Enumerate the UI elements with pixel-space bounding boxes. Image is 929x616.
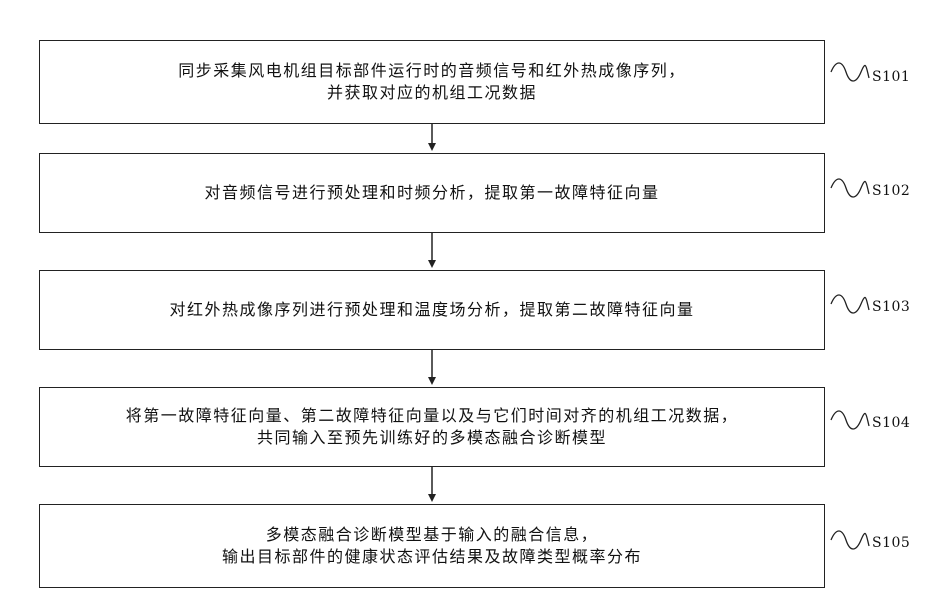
step-s102-line-1: 对音频信号进行预处理和时频分析，提取第一故障特征向量 <box>204 182 659 204</box>
step-label-s104: S104 <box>872 415 910 431</box>
step-label-s103: S103 <box>872 299 910 315</box>
step-s105-line-2: 输出目标部件的健康状态评估结果及故障类型概率分布 <box>222 546 642 568</box>
step-s101-line-2: 并获取对应的机组工况数据 <box>327 82 537 104</box>
step-s105-line-1: 多模态融合诊断模型基于输入的融合信息， <box>266 524 599 546</box>
leader-wave-s105 <box>831 531 869 549</box>
step-s103-line-1: 对红外热成像序列进行预处理和温度场分析，提取第二故障特征向量 <box>169 299 694 321</box>
step-box-s105: 多模态融合诊断模型基于输入的融合信息， 输出目标部件的健康状态评估结果及故障类型… <box>39 504 825 588</box>
step-label-s105: S105 <box>872 535 910 551</box>
step-box-s103: 对红外热成像序列进行预处理和温度场分析，提取第二故障特征向量 <box>39 270 825 350</box>
leader-wave-s101 <box>831 63 869 81</box>
step-s104-line-2: 共同输入至预先训练好的多模态融合诊断模型 <box>257 427 607 449</box>
step-s104-line-1: 将第一故障特征向量、第二故障特征向量以及与它们时间对齐的机组工况数据， <box>126 405 739 427</box>
leader-wave-s104 <box>831 411 869 429</box>
step-label-s101: S101 <box>872 69 910 85</box>
step-s101-line-1: 同步采集风电机组目标部件运行时的音频信号和红外热成像序列， <box>178 60 686 82</box>
leader-wave-s102 <box>831 179 869 197</box>
step-box-s104: 将第一故障特征向量、第二故障特征向量以及与它们时间对齐的机组工况数据， 共同输入… <box>39 387 825 467</box>
step-box-s102: 对音频信号进行预处理和时频分析，提取第一故障特征向量 <box>39 153 825 233</box>
step-label-s102: S102 <box>872 183 910 199</box>
step-box-s101: 同步采集风电机组目标部件运行时的音频信号和红外热成像序列， 并获取对应的机组工况… <box>39 40 825 124</box>
leader-wave-s103 <box>831 295 869 313</box>
